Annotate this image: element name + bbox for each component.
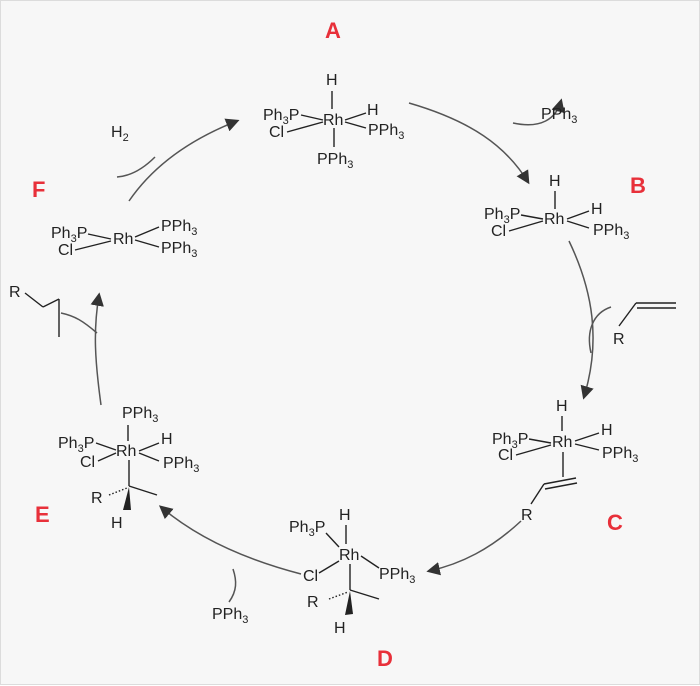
svg-text:Ph3P: Ph3P	[58, 435, 94, 455]
svg-text:Cl: Cl	[498, 447, 513, 464]
complex-E: PPh3 Ph3P Cl Rh H PPh3 R H	[58, 405, 199, 532]
arrow-pph3-release-AB	[512, 98, 565, 126]
arrow-B-to-C	[568, 240, 594, 400]
svg-text:PPh3: PPh3	[161, 240, 197, 260]
h2-label: H2	[111, 124, 129, 144]
svg-text:H: H	[326, 72, 338, 89]
svg-text:Rh: Rh	[552, 434, 572, 451]
svg-text:H: H	[549, 173, 561, 190]
pph3-add-label: PPh3	[212, 606, 248, 626]
arrow-h2-entry	[116, 156, 156, 178]
svg-text:Rh: Rh	[113, 231, 133, 248]
label-C: C	[607, 510, 623, 535]
svg-text:Rh: Rh	[323, 112, 343, 129]
complex-C: H Ph3P Cl Rh H PPh3 R	[492, 398, 638, 524]
svg-text:Cl: Cl	[269, 124, 284, 141]
svg-text:H: H	[601, 422, 613, 439]
svg-text:Ph3P: Ph3P	[289, 519, 325, 539]
svg-text:R: R	[521, 507, 533, 524]
product-R: R	[9, 284, 21, 301]
alkene-R: R	[613, 331, 625, 348]
svg-text:R: R	[91, 490, 103, 507]
svg-text:Cl: Cl	[58, 242, 73, 259]
svg-text:H: H	[339, 507, 351, 524]
arrow-alkene-entry	[588, 306, 612, 354]
svg-text:PPh3: PPh3	[163, 455, 199, 475]
arrow-C-to-D	[426, 520, 522, 576]
svg-text:Ph3P: Ph3P	[51, 225, 87, 245]
svg-text:PPh3: PPh3	[379, 566, 415, 586]
svg-text:Ph3P: Ph3P	[263, 107, 299, 127]
arrow-pph3-entry-DE	[228, 568, 237, 603]
svg-text:H: H	[367, 102, 379, 119]
svg-text:PPh3: PPh3	[602, 445, 638, 465]
svg-text:Ph3P: Ph3P	[484, 206, 520, 226]
svg-text:PPh3: PPh3	[317, 151, 353, 171]
svg-text:PPh3: PPh3	[161, 218, 197, 238]
svg-text:H: H	[334, 620, 346, 637]
svg-text:H: H	[556, 398, 568, 415]
label-D: D	[377, 646, 393, 671]
svg-text:Cl: Cl	[491, 223, 506, 240]
svg-text:Cl: Cl	[303, 568, 318, 585]
svg-text:H: H	[591, 201, 603, 218]
svg-text:PPh3: PPh3	[122, 405, 158, 425]
label-F: F	[32, 177, 45, 202]
svg-text:H: H	[161, 431, 173, 448]
complex-A: H Ph3P Cl Rh H PPh3 PPh3	[263, 72, 404, 171]
alkane-product: R	[9, 284, 60, 337]
svg-text:Cl: Cl	[80, 454, 95, 471]
complex-D: H Ph3P Rh Cl PPh3 R H	[289, 507, 415, 637]
label-B: B	[630, 173, 646, 198]
label-E: E	[35, 502, 50, 527]
arrow-A-to-B	[408, 102, 530, 185]
alkene-reagent: R	[613, 302, 676, 348]
arrow-E-to-F	[90, 292, 104, 406]
svg-text:R: R	[307, 594, 319, 611]
arrow-F-to-A	[128, 118, 240, 202]
arrow-product-release	[60, 312, 98, 334]
svg-text:Rh: Rh	[339, 547, 359, 564]
complex-F: Ph3P Cl Rh PPh3 PPh3	[51, 218, 197, 260]
svg-text:Rh: Rh	[544, 211, 564, 228]
svg-text:PPh3: PPh3	[593, 222, 629, 242]
pph3-release-label: PPh3	[541, 106, 577, 126]
svg-text:Ph3P: Ph3P	[492, 431, 528, 451]
complex-B: H Ph3P Cl Rh H PPh3	[484, 173, 629, 242]
svg-text:Rh: Rh	[116, 443, 136, 460]
label-A: A	[325, 18, 341, 43]
arrow-D-to-E	[158, 505, 302, 575]
svg-text:H: H	[111, 515, 123, 532]
svg-text:PPh3: PPh3	[368, 122, 404, 142]
